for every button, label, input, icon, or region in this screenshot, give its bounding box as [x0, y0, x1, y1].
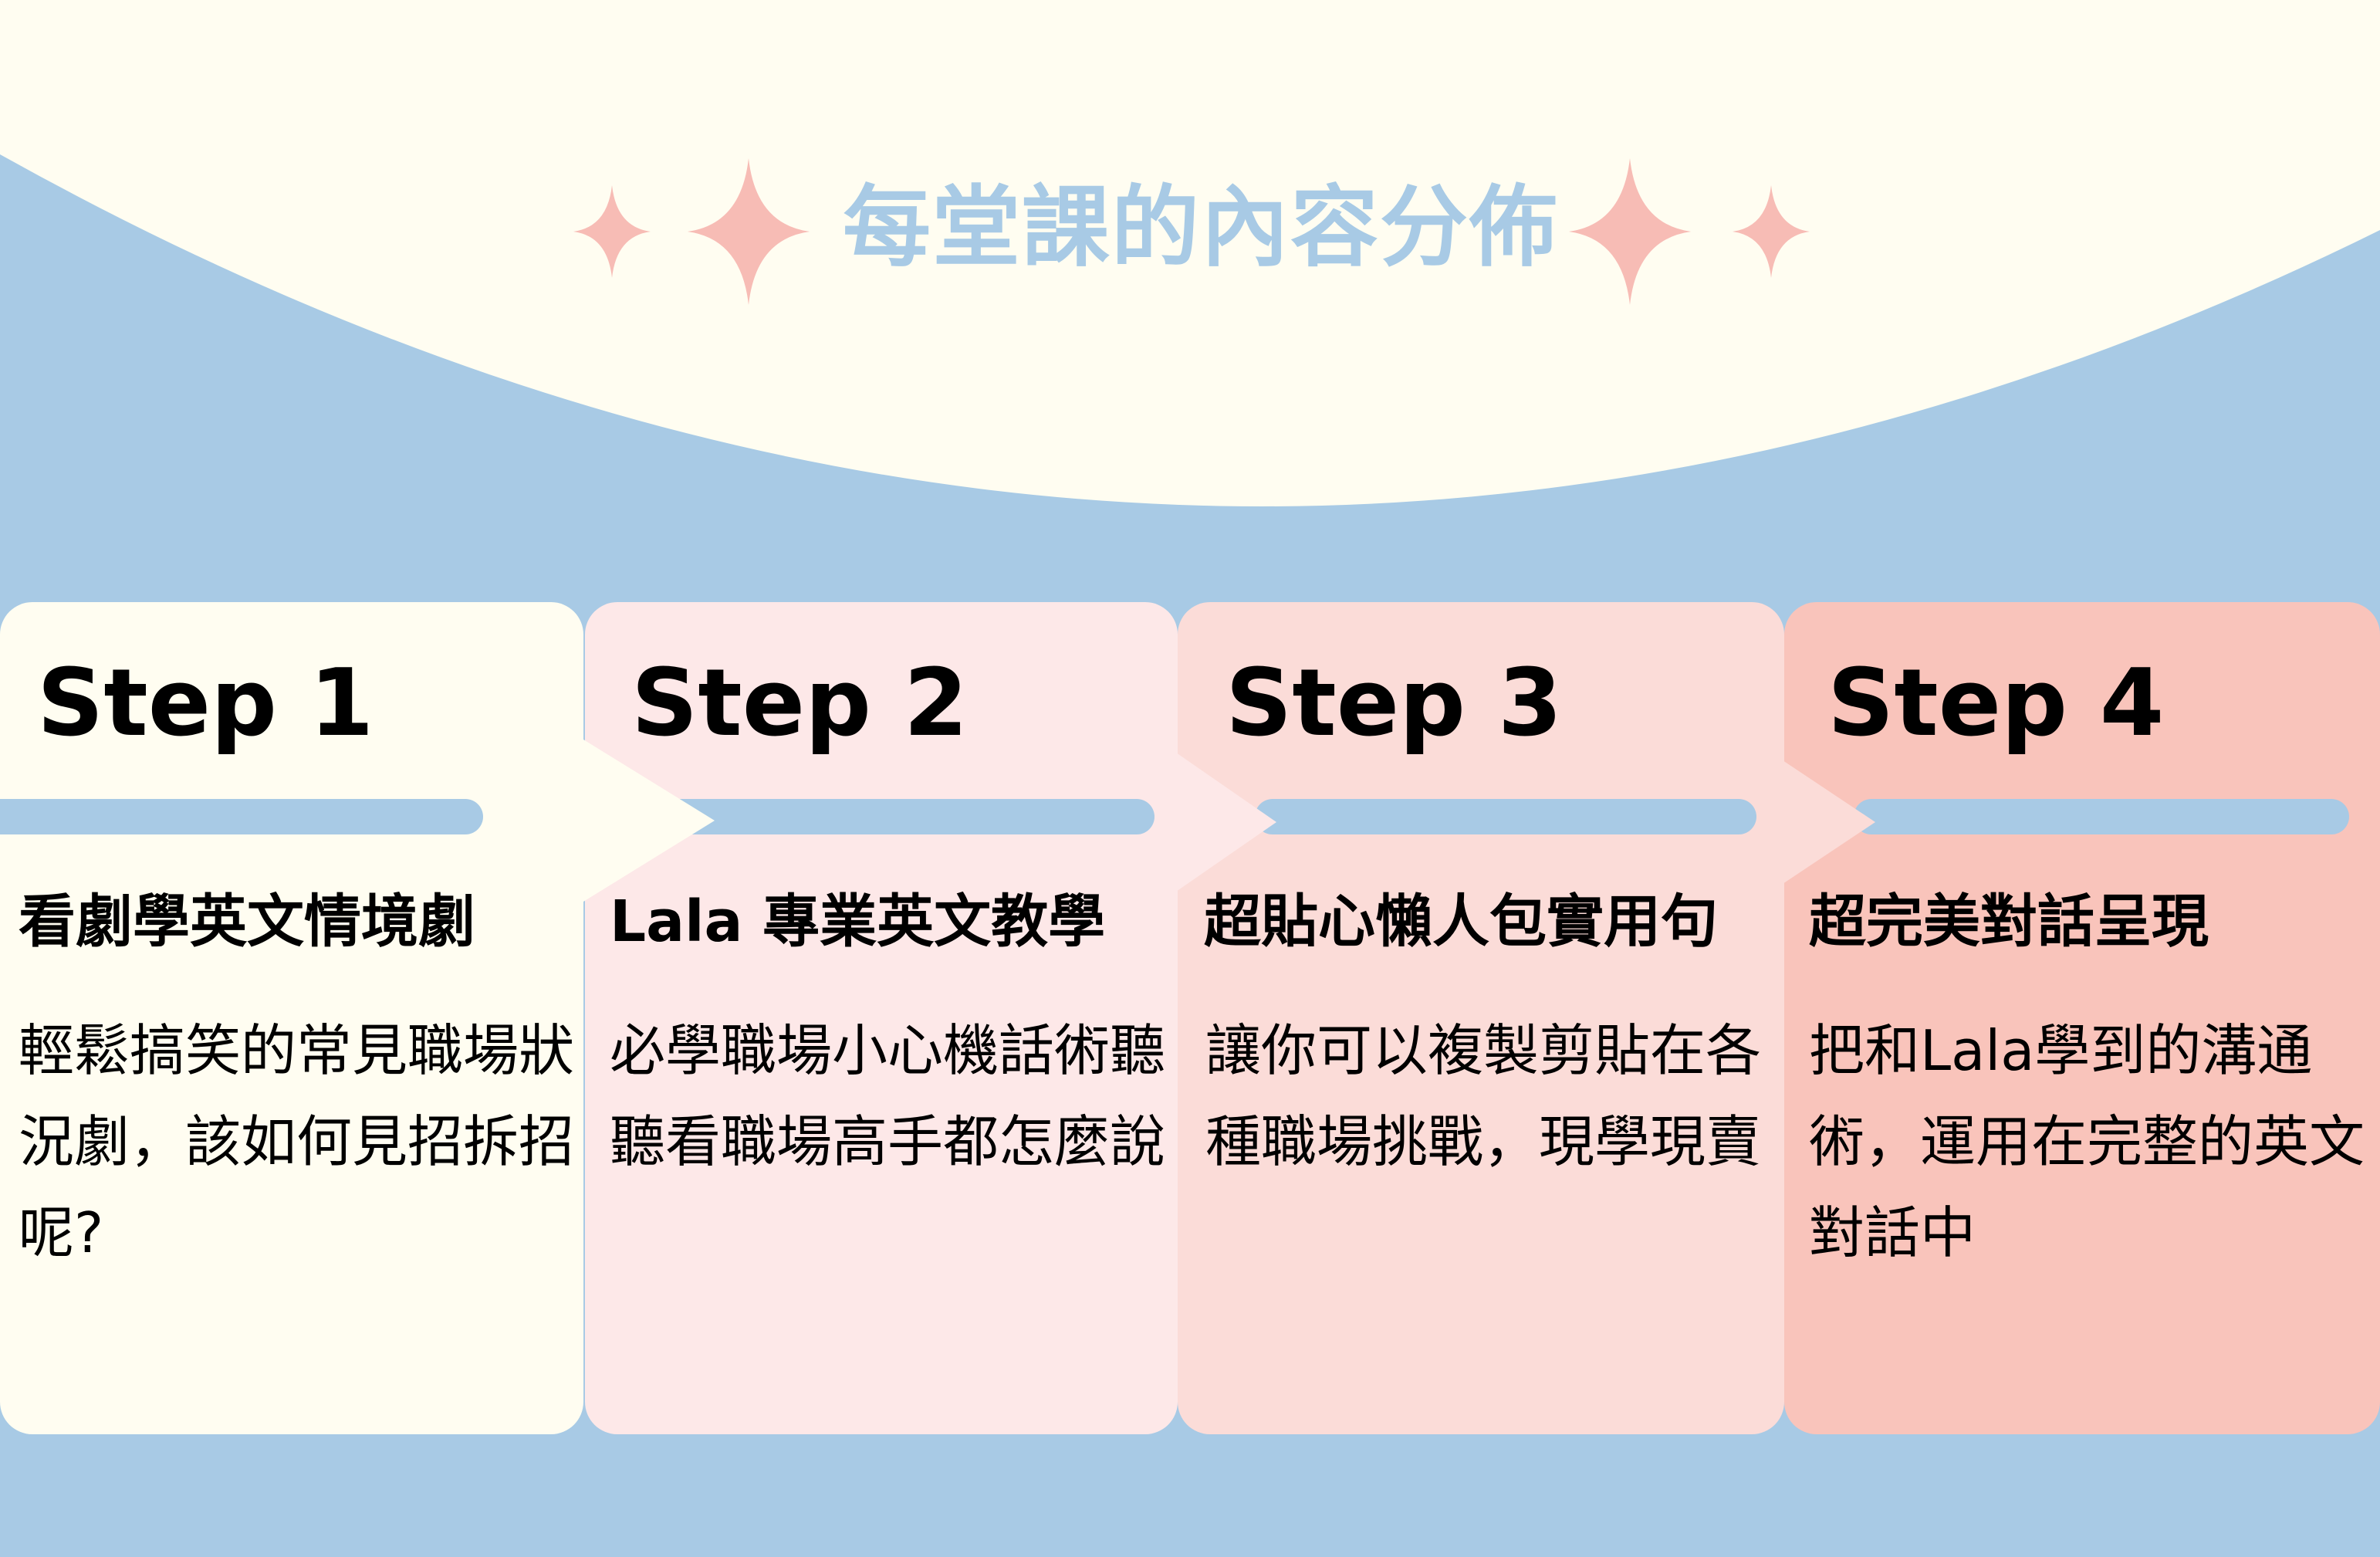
arrow-connector — [1783, 760, 1875, 884]
step-card-2: Step 2 Lala 專業英文教學 必學職場小心機話術聽聽看職場高手都怎麼說 — [585, 602, 1178, 1434]
step-heading: 超貼心懶人包實用句 — [1204, 889, 1718, 955]
step-description: 輕鬆搞笑的常見職場狀況劇，該如何見招拆招呢? — [19, 1018, 575, 1265]
step-label: Step 4 — [1827, 650, 2165, 757]
step-heading: 看劇學英文情境劇 — [19, 889, 475, 955]
arrow-connector — [583, 740, 715, 902]
sparkle-icon — [573, 185, 651, 278]
sparkle-icon — [1568, 158, 1692, 305]
step-label: Step 1 — [37, 650, 374, 757]
step-description: 必學職場小心機話術聽聽看職場高手都怎麼說 — [610, 1018, 1166, 1174]
divider-bar — [662, 799, 1155, 834]
step-heading: 超完美對話呈現 — [1809, 889, 2209, 955]
divider-bar — [1255, 799, 1756, 834]
divider-bar — [1854, 799, 2349, 834]
step-description: 把和Lala學到的溝通術，運用在完整的英文對話中 — [1809, 1018, 2365, 1265]
arrow-connector — [1176, 753, 1276, 892]
divider-bar — [0, 799, 483, 834]
step-description: 讓你可以複製剪貼在各種職場挑戰，現學現賣 — [1205, 1018, 1762, 1174]
step-card-4: Step 4 超完美對話呈現 把和Lala學到的溝通術，運用在完整的英文對話中 — [1784, 602, 2380, 1434]
sparkle-icon — [687, 158, 810, 305]
step-card-3: Step 3 超貼心懶人包實用句 讓你可以複製剪貼在各種職場挑戰，現學現賣 — [1178, 602, 1784, 1434]
step-label: Step 3 — [1225, 650, 1563, 757]
page-title: 每堂課的內容分佈 — [843, 176, 1560, 279]
step-label: Step 2 — [631, 650, 969, 757]
step-card-1: Step 1 看劇學英文情境劇 輕鬆搞笑的常見職場狀況劇，該如何見招拆招呢? — [0, 602, 583, 1434]
sparkle-icon — [1733, 185, 1810, 278]
step-heading: Lala 專業英文教學 — [610, 889, 1106, 955]
